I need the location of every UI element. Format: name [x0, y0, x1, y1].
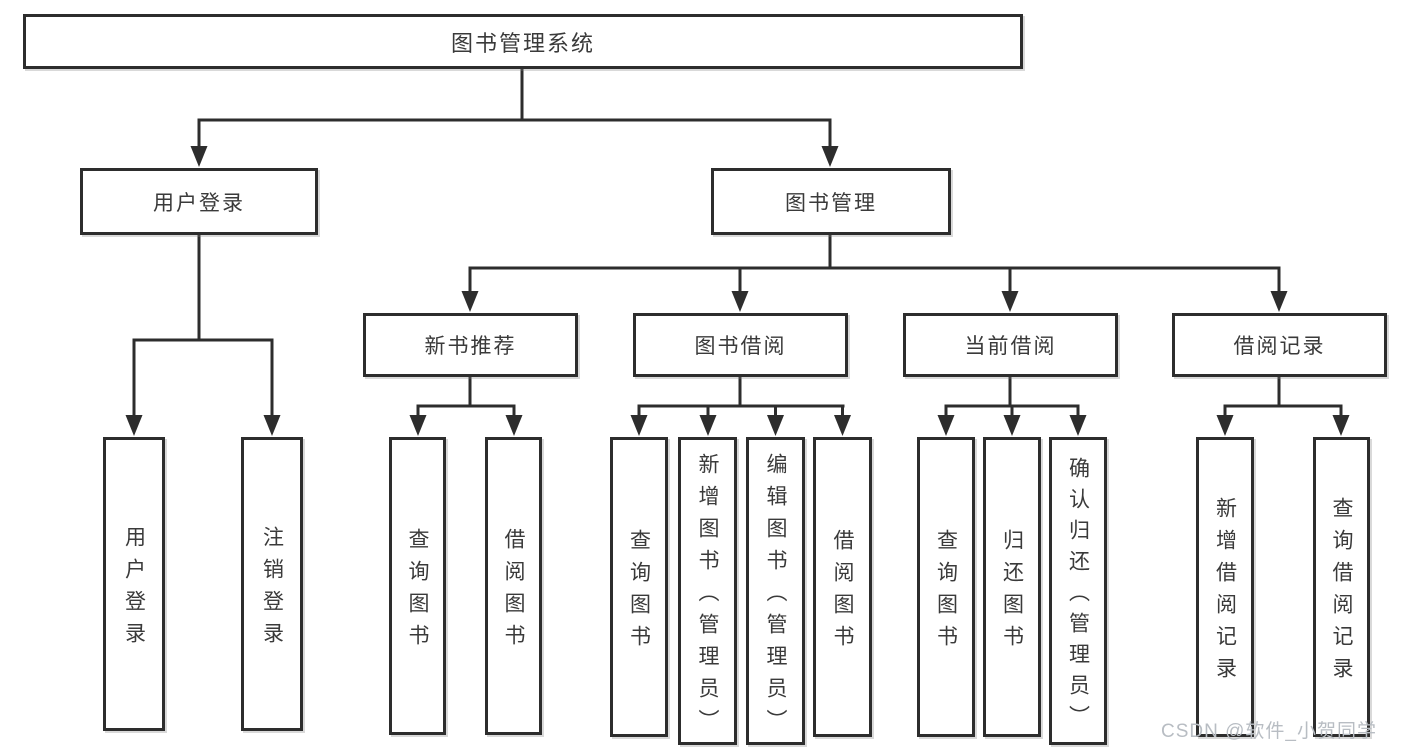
node-current-borrowing: 当前借阅 — [903, 313, 1118, 377]
leaf-borrowing-borrow-books: 借阅图书 — [813, 437, 872, 737]
leaf-current-return-books: 归还图书 — [983, 437, 1041, 737]
leaf-borrowing-edit-book-admin: 编辑图书（管理员） — [746, 437, 805, 745]
node-user-login: 用户登录 — [80, 168, 318, 235]
leaf-borrowing-query-books: 查询图书 — [610, 437, 668, 737]
leaf-newbook-query-books: 查询图书 — [389, 437, 446, 735]
node-borrowing-records: 借阅记录 — [1172, 313, 1387, 377]
leaf-current-confirm-return-admin: 确认归还（管理员） — [1049, 437, 1107, 745]
node-library-management-system: 图书管理系统 — [23, 14, 1023, 69]
node-new-book-recommendation: 新书推荐 — [363, 313, 578, 377]
leaf-current-query-books: 查询图书 — [917, 437, 975, 737]
csdn-watermark: CSDN @软件_小贺同学 — [1161, 721, 1377, 742]
leaf-records-query-borrow-record: 查询借阅记录 — [1313, 437, 1370, 737]
leaf-newbook-borrow-books: 借阅图书 — [485, 437, 542, 735]
leaf-records-add-borrow-record: 新增借阅记录 — [1196, 437, 1254, 737]
node-book-borrowing: 图书借阅 — [633, 313, 848, 377]
leaf-logout: 注销登录 — [241, 437, 303, 731]
leaf-borrowing-add-book-admin: 新增图书（管理员） — [678, 437, 737, 745]
leaf-user-login: 用户登录 — [103, 437, 165, 731]
node-book-management: 图书管理 — [711, 168, 951, 235]
